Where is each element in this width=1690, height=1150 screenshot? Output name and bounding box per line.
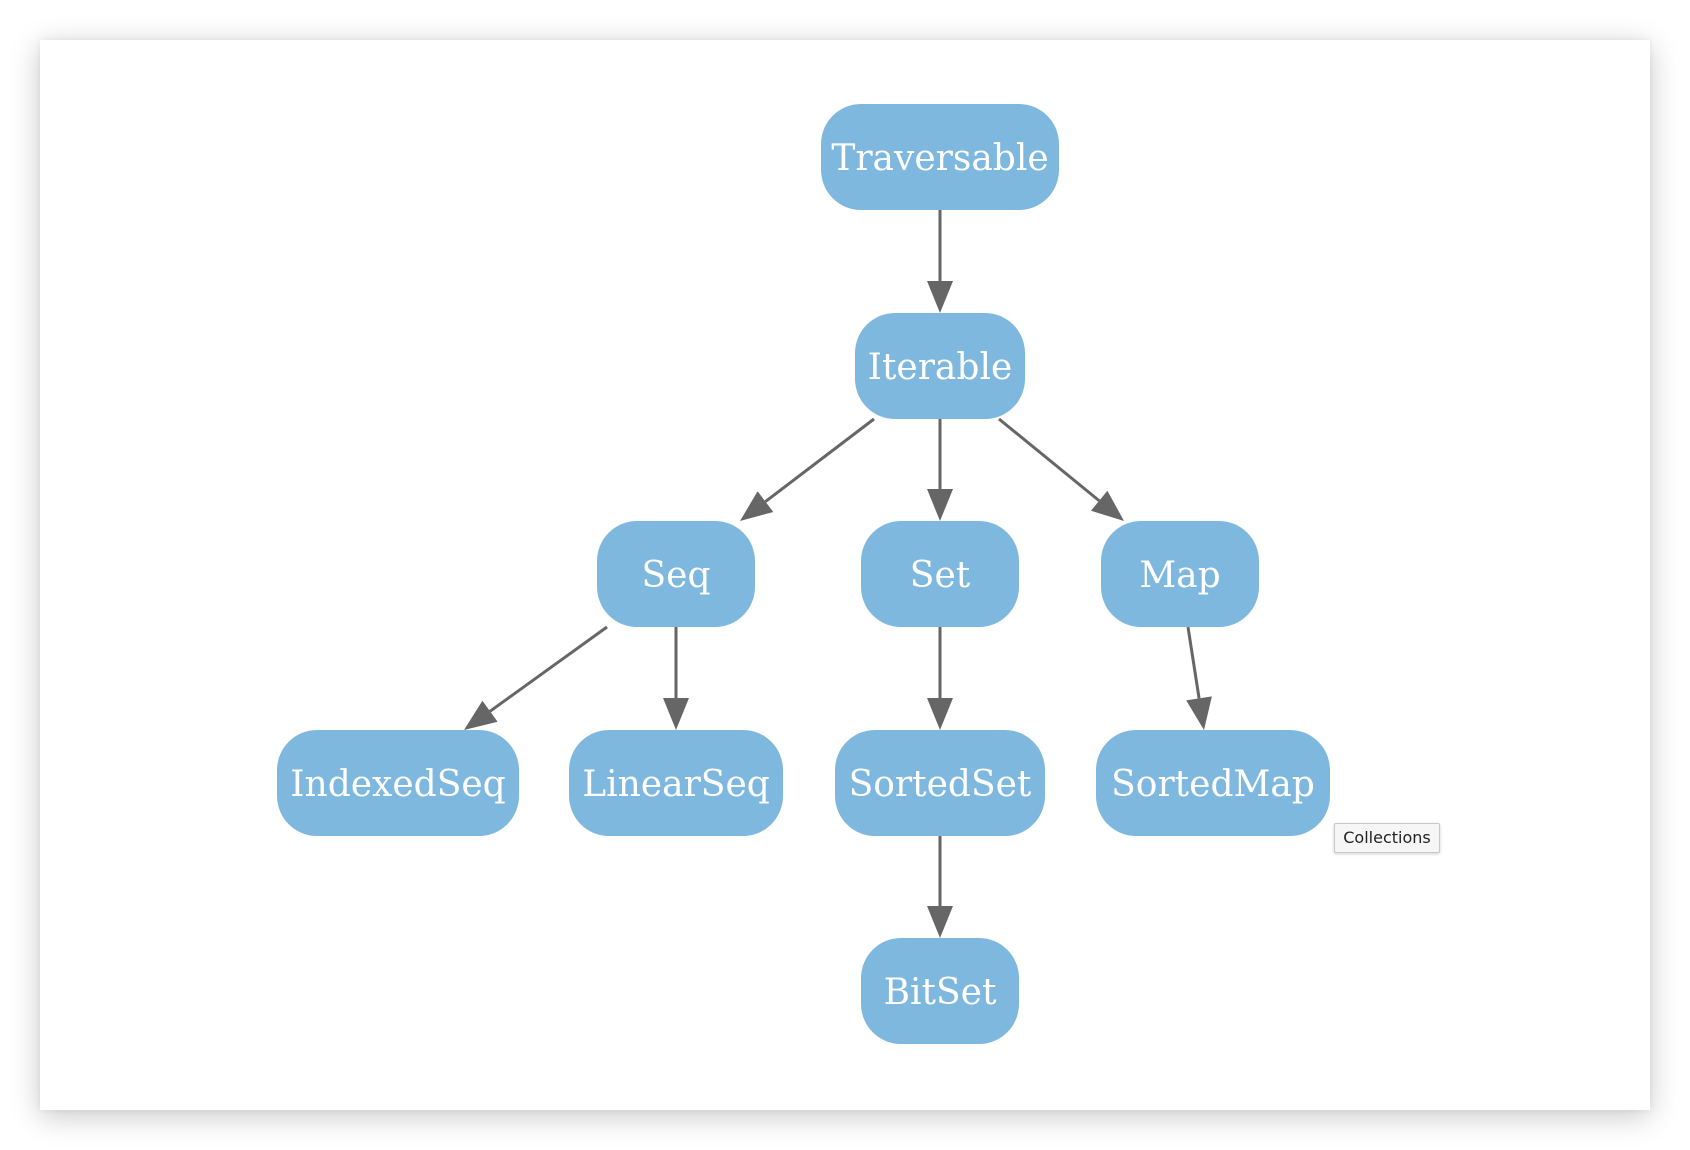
arrowhead: [927, 489, 953, 521]
edge-iterable-set: [927, 419, 953, 521]
edge-iterable-map: [998, 417, 1124, 521]
edge-seq-indexedseq: [464, 625, 608, 730]
node-seq[interactable]: Seq: [597, 521, 755, 627]
arrowhead: [927, 906, 953, 938]
edge-line: [489, 625, 608, 713]
edge-line: [764, 417, 875, 503]
node-linearseq[interactable]: LinearSeq: [569, 730, 783, 836]
node-label: LinearSeq: [582, 764, 770, 805]
node-box[interactable]: [1101, 521, 1259, 627]
node-iterable[interactable]: Iterable: [855, 313, 1025, 419]
edge-sortedset-bitset: [927, 836, 953, 938]
node-box[interactable]: [861, 521, 1019, 627]
node-map[interactable]: Map: [1101, 521, 1259, 627]
node-bitset[interactable]: BitSet: [861, 938, 1019, 1044]
arrowhead: [663, 698, 689, 730]
node-label: SortedSet: [849, 764, 1032, 805]
node-box[interactable]: [569, 730, 783, 836]
arrowhead: [740, 491, 774, 521]
edge-line: [998, 417, 1101, 502]
node-label: Iterable: [868, 347, 1013, 388]
edge-map-sortedmap: [1186, 626, 1212, 730]
arrowhead: [464, 700, 498, 730]
diagram-canvas: [40, 40, 1650, 1110]
node-sortedmap[interactable]: SortedMap: [1096, 730, 1330, 836]
node-box[interactable]: [835, 730, 1045, 836]
node-box[interactable]: [277, 730, 519, 836]
edge-traversable-iterable: [927, 210, 953, 313]
node-label: BitSet: [884, 972, 997, 1013]
arrowhead: [1091, 490, 1124, 521]
node-box[interactable]: [597, 521, 755, 627]
node-label: Set: [910, 555, 971, 596]
node-label: SortedMap: [1111, 764, 1315, 805]
node-sortedset[interactable]: SortedSet: [835, 730, 1045, 836]
edges-layer: [464, 210, 1212, 938]
node-indexedseq[interactable]: IndexedSeq: [277, 730, 519, 836]
node-traversable[interactable]: Traversable: [821, 104, 1059, 210]
node-label: IndexedSeq: [290, 764, 505, 805]
node-box[interactable]: [855, 313, 1025, 419]
arrowhead: [927, 698, 953, 730]
tooltip-collections: Collections: [1334, 823, 1440, 853]
arrowhead: [927, 281, 953, 313]
arrowhead: [1186, 696, 1212, 730]
edge-line: [1186, 626, 1201, 699]
node-label: Traversable: [831, 138, 1048, 179]
node-box[interactable]: [1096, 730, 1330, 836]
node-box[interactable]: [821, 104, 1059, 210]
edge-iterable-seq: [740, 417, 875, 521]
node-label: Seq: [641, 555, 710, 596]
node-box[interactable]: [861, 938, 1019, 1044]
node-set[interactable]: Set: [861, 521, 1019, 627]
node-label: Map: [1139, 555, 1220, 596]
edge-set-sortedset: [927, 627, 953, 730]
edge-seq-linearseq: [663, 627, 689, 730]
